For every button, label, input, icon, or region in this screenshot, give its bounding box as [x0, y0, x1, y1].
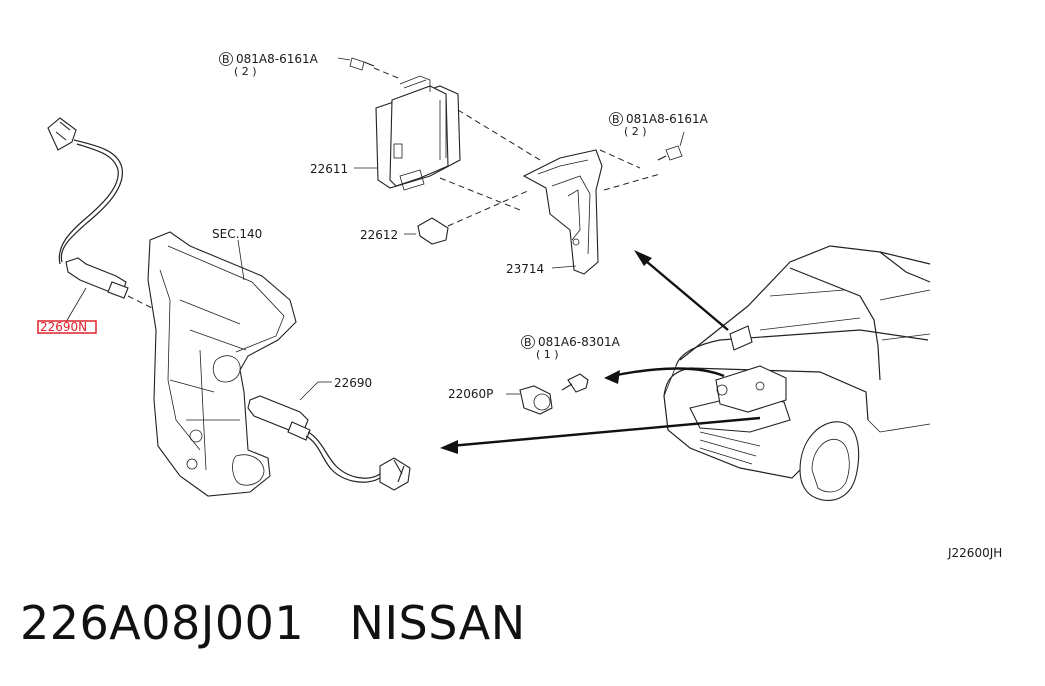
bracket-bolt — [609, 112, 685, 161]
front-o2-label-highlight — [37, 320, 97, 334]
ecm-bolt-top-label[interactable]: 081A8-6161A — [236, 52, 319, 66]
exhaust-manifold — [147, 231, 297, 497]
rear-o2-sensor-label[interactable]: 22690 — [334, 376, 372, 390]
bracket-label[interactable]: 23714 — [506, 262, 544, 276]
bracket-bolt-label[interactable]: 081A8-6161A — [626, 112, 709, 126]
ecm-bolt-top-qty: ( 2 ) — [234, 65, 257, 78]
ecm-unit — [354, 75, 541, 211]
bolt-symbol-3-ring — [521, 335, 535, 349]
rear-oxygen-sensor — [247, 381, 411, 491]
ecm-bracket — [522, 149, 661, 275]
ecm-label[interactable]: 22611 — [310, 162, 348, 176]
clip-part — [404, 189, 531, 245]
diagram-code: J22600JH — [947, 546, 1002, 560]
knock-sensor — [506, 373, 589, 415]
vehicle-illustration — [663, 245, 931, 502]
clip-label[interactable]: 22612 — [360, 228, 398, 242]
front-oxygen-sensor — [47, 117, 161, 323]
location-arrows — [440, 250, 761, 454]
bracket-bolt-qty: ( 2 ) — [624, 125, 647, 138]
bolt-symbol-2: B — [612, 113, 620, 126]
ecm-bolt-top — [219, 52, 399, 79]
bolt-symbol-1: B — [222, 53, 230, 66]
part-number-caption: 226A08J001 NISSAN — [20, 596, 526, 650]
knock-sensor-label[interactable]: 22060P — [448, 387, 493, 401]
front-o2-sensor-label[interactable]: 22690N — [40, 320, 87, 334]
knock-bolt-qty: ( 1 ) — [536, 348, 559, 361]
bolt-symbol-3: B — [524, 336, 532, 349]
section-reference[interactable]: SEC.140 — [212, 227, 262, 241]
knock-bolt-label[interactable]: 081A6-8301A — [538, 335, 621, 349]
